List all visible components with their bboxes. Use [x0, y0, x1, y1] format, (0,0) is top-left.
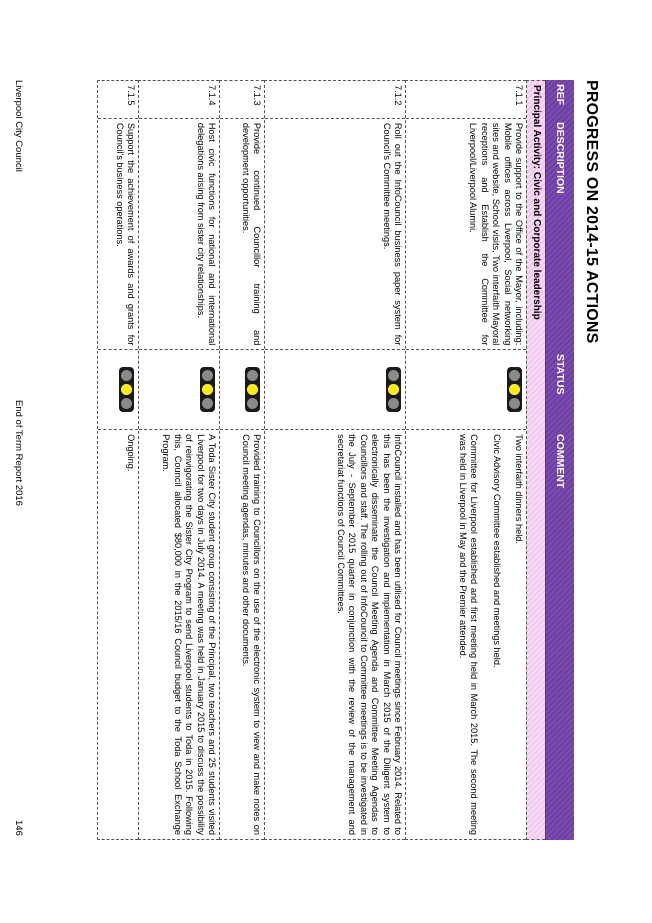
- table-row: 7.1.1 Provide support to the Office of t…: [405, 80, 526, 840]
- row-description: Support the achievement of awards and gr…: [98, 118, 138, 351]
- traffic-light-icon: [245, 367, 260, 413]
- header-description: DESCRIPTION: [554, 122, 566, 194]
- comment-line: A Toda Sister City student group consist…: [161, 434, 217, 835]
- section-heading: Principal Activity: Civic and Corporate …: [526, 80, 545, 840]
- header-status: STATUS: [554, 354, 566, 395]
- comment-line: Civic Advisory Committee established and…: [491, 434, 502, 668]
- table-row: 7.1.4 Host civic functions for national …: [138, 80, 219, 840]
- page-title: PROGRESS ON 2014-15 ACTIONS: [583, 80, 600, 344]
- row-ref: 7.1.1: [406, 81, 526, 119]
- header-comment: COMMENT: [554, 434, 566, 489]
- comment-line: Provided training to Councillors on the …: [240, 434, 262, 835]
- row-description: Provide support to the Office of the May…: [406, 118, 526, 351]
- comment-line: Committee for Liverpool established and …: [457, 434, 480, 835]
- row-ref: 7.1.5: [98, 81, 138, 119]
- traffic-light-icon: [386, 367, 401, 413]
- row-ref: 7.1.3: [220, 81, 264, 119]
- row-ref: 7.1.4: [139, 81, 219, 119]
- comment-line: Two interfaith dinners held.: [514, 434, 524, 544]
- table-row: 7.1.5 Support the achievement of awards …: [97, 80, 138, 840]
- table-header: REF DESCRIPTION STATUS COMMENT: [545, 80, 574, 840]
- row-comment: Two interfaith dinners held. Civic Advis…: [406, 430, 526, 839]
- comment-line: Ongoing.: [126, 434, 136, 472]
- traffic-light-icon: [119, 367, 134, 413]
- traffic-light-icon: [200, 367, 215, 413]
- footer-page-number: 146: [13, 820, 24, 836]
- row-comment: Provided training to Councillors on the …: [220, 430, 264, 839]
- comment-line: InfoCouncil installed and has been utili…: [335, 434, 403, 835]
- row-ref: 7.1.2: [265, 81, 405, 119]
- status-cell: [98, 350, 138, 431]
- table-row: 7.1.3 Provide continued Councillor train…: [219, 80, 264, 840]
- row-description: Roll out the InfoCouncil business paper …: [265, 118, 405, 351]
- status-cell: [265, 350, 405, 431]
- status-cell: [220, 350, 264, 431]
- row-comment: A Toda Sister City student group consist…: [139, 430, 219, 839]
- footer-organisation: Liverpool City Council: [13, 80, 24, 172]
- header-ref: REF: [554, 84, 566, 105]
- status-cell: [139, 350, 219, 431]
- footer-report-name: End of Term Report 2016: [13, 400, 24, 506]
- traffic-light-icon: [507, 367, 522, 413]
- status-cell: [406, 350, 526, 431]
- row-comment: Ongoing.: [98, 430, 138, 839]
- row-description: Provide continued Councillor training an…: [220, 118, 264, 351]
- table-row: 7.1.2 Roll out the InfoCouncil business …: [264, 80, 405, 840]
- progress-table: REF DESCRIPTION STATUS COMMENT Principal…: [97, 80, 574, 840]
- row-description: Host civic functions for national and in…: [139, 118, 219, 351]
- row-comment: InfoCouncil installed and has been utili…: [265, 430, 405, 839]
